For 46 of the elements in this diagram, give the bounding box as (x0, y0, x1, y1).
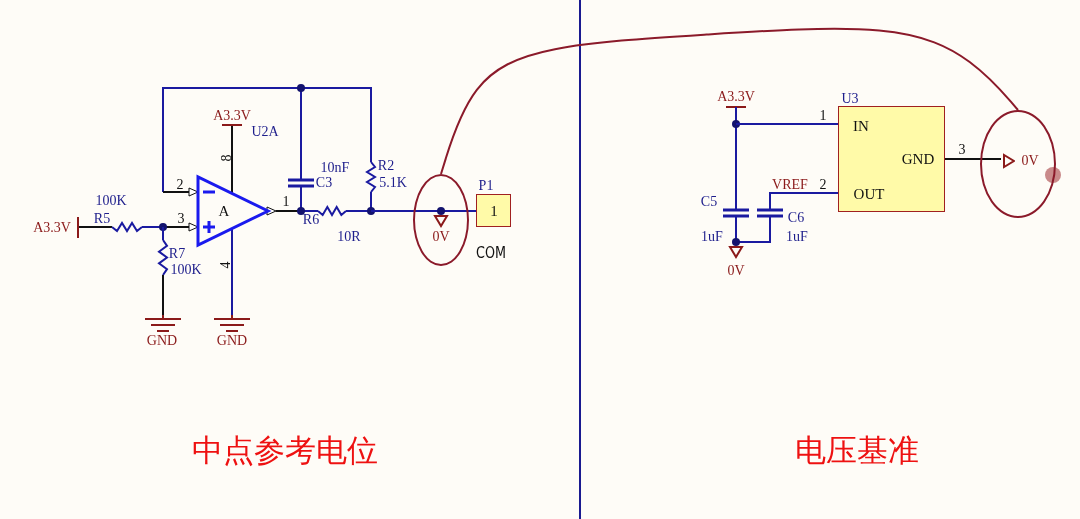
pin-number: 2 (176, 178, 184, 192)
component-designator: R7 (168, 247, 186, 261)
component-value: 1uF (786, 230, 808, 244)
component-value: 10R (337, 230, 361, 244)
component-designator: U2A (251, 125, 279, 139)
net-label: VREF (772, 178, 808, 192)
pin-number: 4 (219, 261, 233, 269)
component-designator: P1 (478, 179, 494, 193)
component-value: 100K (95, 194, 127, 208)
pin-number: 1 (819, 109, 827, 123)
pin-name: 1 (490, 203, 498, 219)
section-title: 中点参考电位 (192, 434, 378, 466)
pin-name: 0V (1021, 154, 1039, 168)
component-value: 10nF (320, 161, 350, 175)
component-designator: R2 (377, 159, 395, 173)
hand-drawn-circle (980, 110, 1056, 218)
hand-drawn-circle (413, 174, 469, 266)
component-designator: C5 (700, 195, 718, 209)
hand-drawn-line (440, 27, 1019, 175)
power-net-label: A3.3V (717, 90, 755, 104)
net-label: COM (476, 245, 506, 261)
pin-number: 2 (819, 178, 827, 192)
pin-number: 3 (958, 143, 966, 157)
component-designator: U3 (841, 92, 859, 106)
component-value: 1uF (701, 230, 723, 244)
component-designator: C3 (315, 176, 333, 190)
pin-number: 1 (282, 195, 290, 209)
ground-net-label: GND (146, 334, 178, 348)
wire (944, 158, 1002, 160)
power-net-label: A3.3V (213, 109, 251, 123)
pin-name: IN (853, 118, 869, 134)
pin-name: GND (901, 151, 935, 167)
power-net-label: A3.3V (33, 221, 71, 235)
ground-net-label: 0V (727, 264, 745, 278)
component-value: 5.1K (379, 176, 407, 190)
pin-number: 8 (220, 154, 234, 162)
pin-name: OUT (853, 186, 885, 202)
pin-name: A (218, 203, 230, 219)
component-value: 100K (170, 263, 202, 277)
section-title: 电压基准 (795, 434, 919, 466)
pin-number: 3 (177, 212, 185, 226)
ground-net-label: 0V (432, 230, 450, 244)
ground-net-label: GND (216, 334, 248, 348)
component-designator: R6 (302, 213, 320, 227)
component-designator: C6 (787, 211, 805, 225)
component-designator: R5 (93, 212, 111, 226)
